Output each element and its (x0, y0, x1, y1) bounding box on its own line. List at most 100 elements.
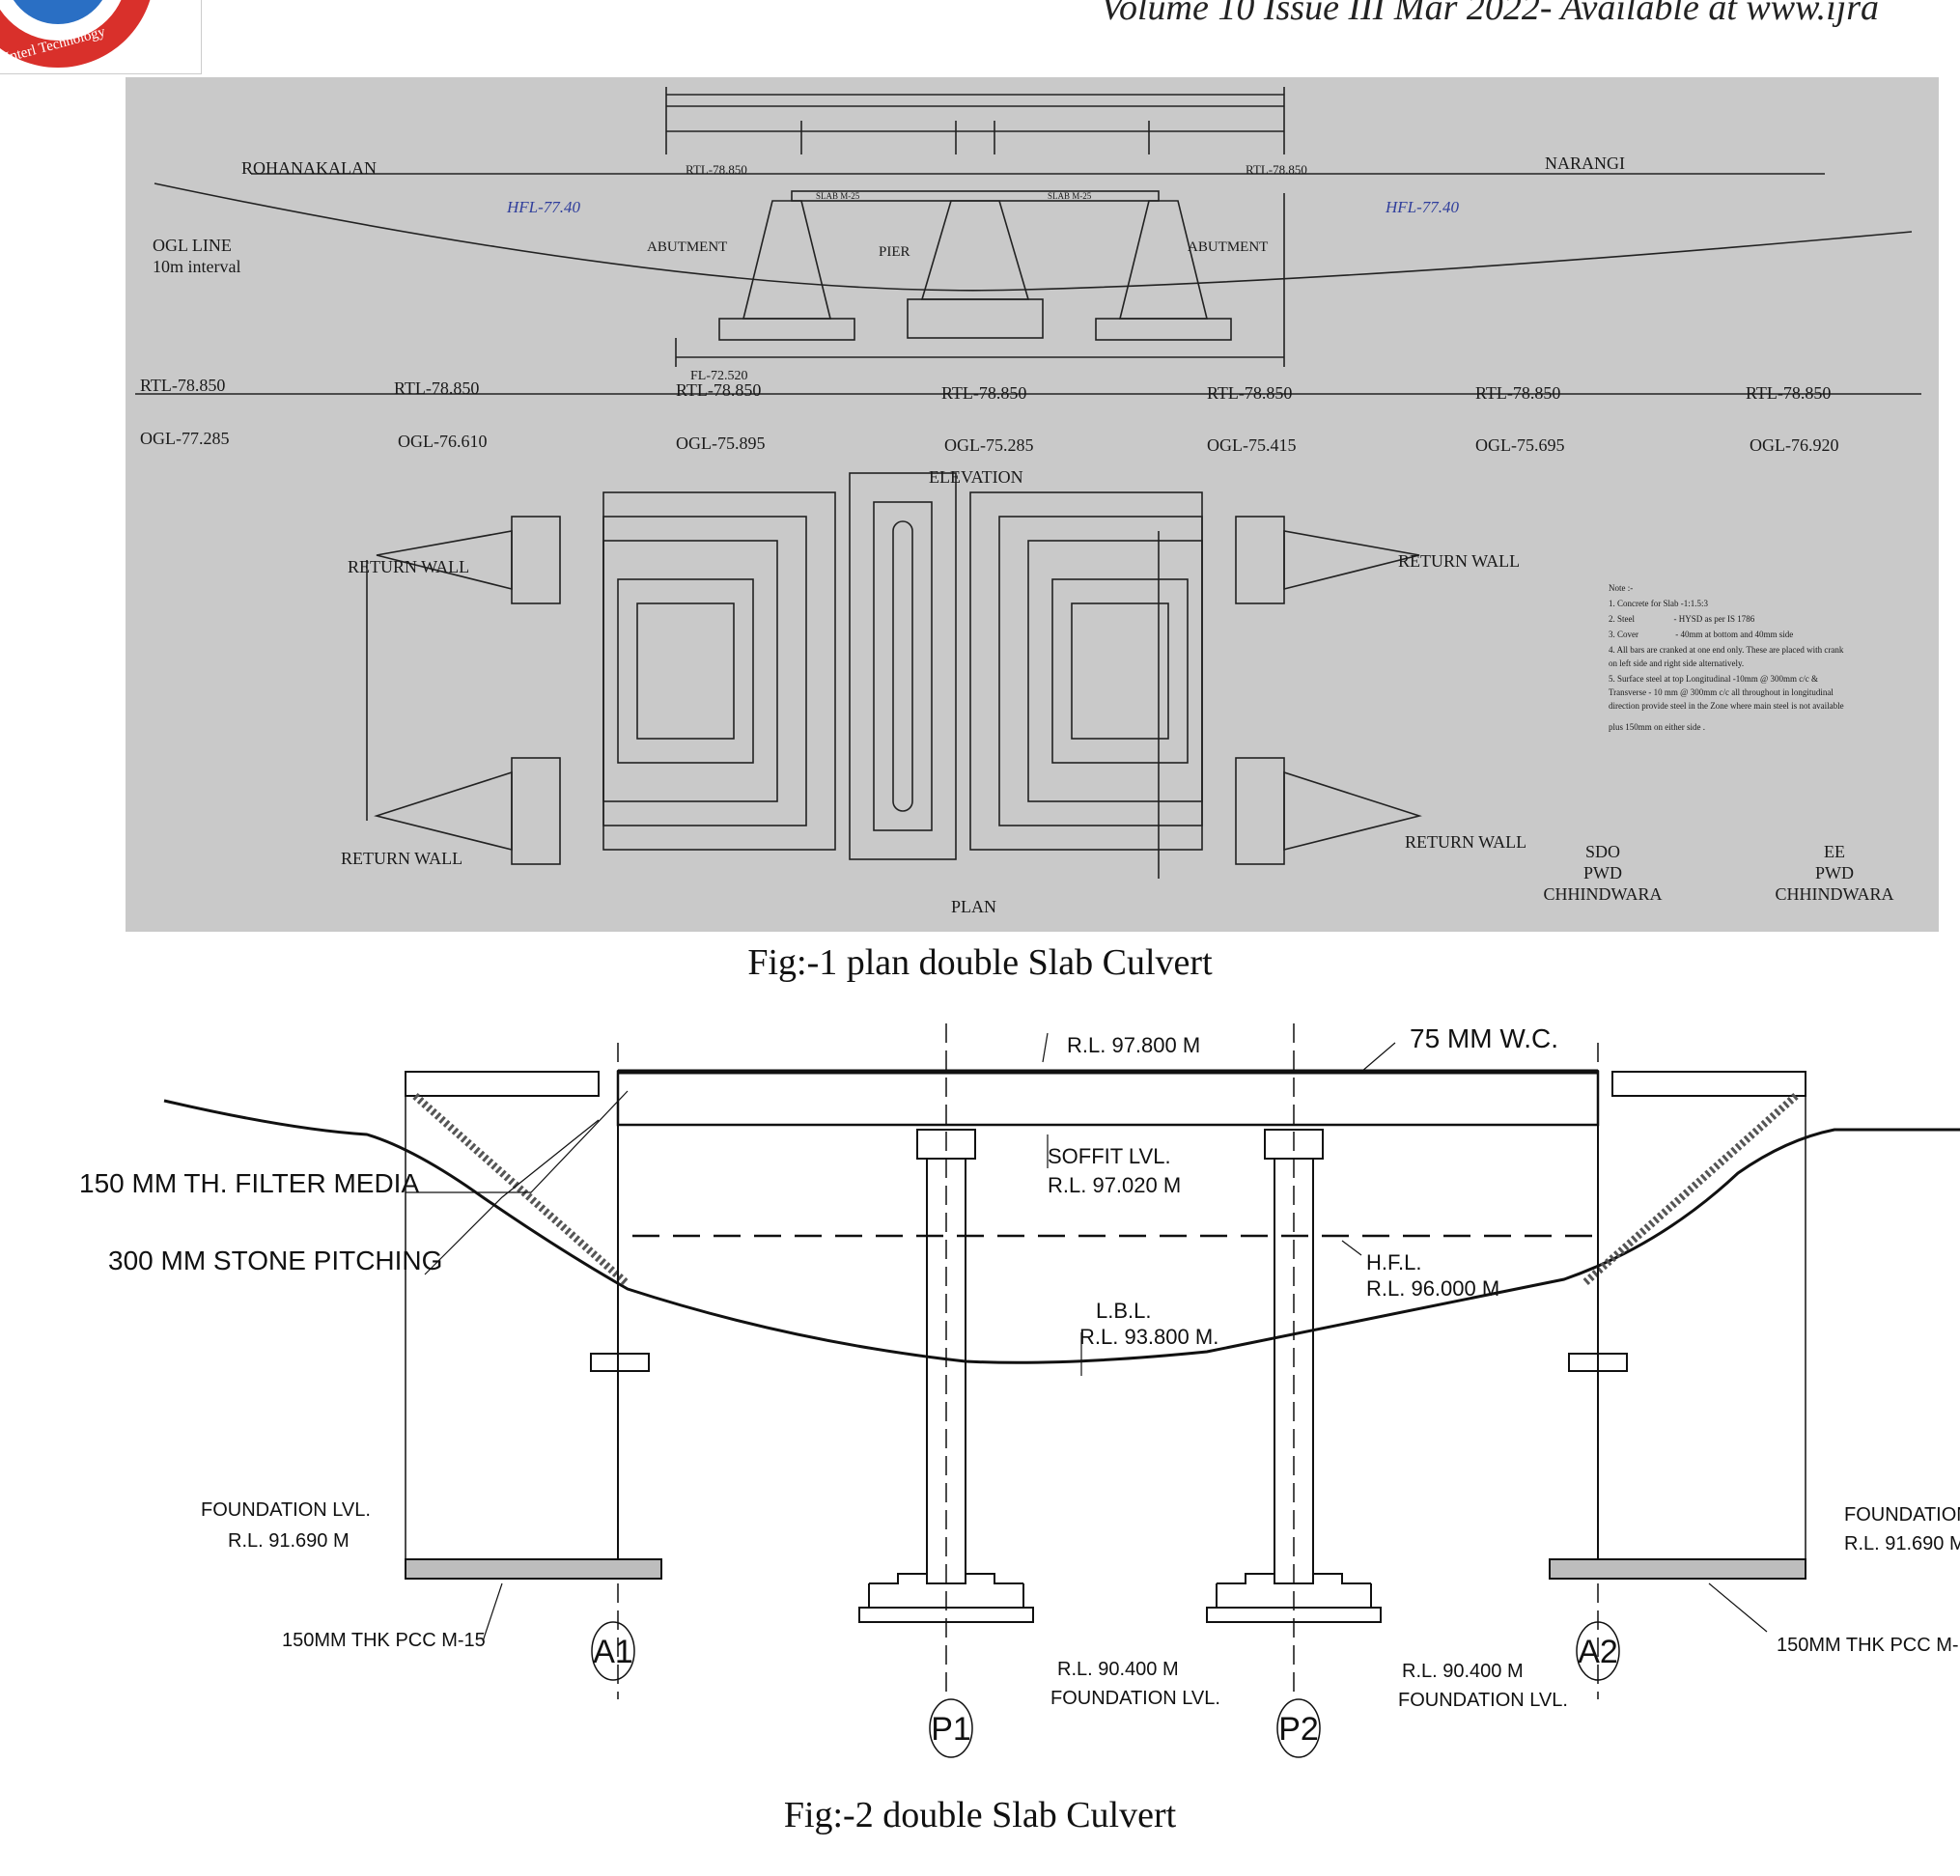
label-slab-left: SLAB M-25 (816, 191, 860, 201)
label-fl: FL-72.520 (690, 369, 748, 383)
plan-right-span (969, 491, 1203, 851)
sdo-line-2: CHHINDWARA (1544, 884, 1663, 904)
note-line-9: plus 150mm on either side . (1609, 722, 1705, 732)
plan-pier-outline (849, 472, 957, 860)
rtl-row-0: RTL-78.850 (140, 376, 225, 395)
label-return-wall-br: RETURN WALL (1405, 832, 1526, 852)
label-pcc-left: 150MM THK PCC M-15 (282, 1630, 486, 1651)
label-return-wall-tr: RETURN WALL (1398, 551, 1520, 571)
grid-label-p1: P1 (931, 1711, 971, 1748)
label-foundation-left-rl: R.L. 91.690 M (228, 1530, 350, 1552)
rtl-row-4: RTL-78.850 (1207, 383, 1292, 403)
label-slab-right: SLAB M-25 (1048, 191, 1092, 201)
ogl-row-2: OGL-75.895 (676, 434, 766, 453)
label-rtl-top-right: RTL-78.850 (1246, 162, 1307, 177)
ogl-line (154, 182, 1913, 292)
grid-bubble-a2 (1576, 1621, 1620, 1681)
label-soffit-rl: R.L. 97.020 M (1048, 1173, 1181, 1197)
rtl-row-3: RTL-78.850 (941, 383, 1026, 403)
label-abutment-right: ABUTMENT (1188, 239, 1268, 255)
label-hfl-left: HFL-77.40 (506, 198, 581, 216)
label-elevation: ELEVATION (929, 467, 1023, 487)
label-hfl-right: HFL-77.40 (1385, 198, 1460, 216)
note-line-2: 2. Steel - HYSD as per IS 1786 (1609, 614, 1755, 624)
label-narangi: NARANGI (1545, 154, 1625, 173)
abutment-right-shape (1118, 200, 1209, 320)
note-line-7: Transverse - 10 mm @ 300mm c/c all throu… (1609, 687, 1834, 697)
label-foundation-right-rl: R.L. 91.690 M (1844, 1533, 1960, 1554)
rtl-row-5: RTL-78.850 (1475, 383, 1560, 403)
note-line-6: 5. Surface steel at top Longitudinal -10… (1609, 674, 1818, 684)
label-pier: PIER (879, 244, 910, 260)
return-wall-br-shape (1283, 770, 1422, 852)
foundation-right (1549, 1558, 1806, 1580)
fig1-svg: ROHANAKALAN NARANGI RTL-78.850 RTL-78.85… (135, 87, 1921, 916)
ogl-row-3: OGL-75.285 (944, 435, 1034, 455)
journal-header: Volume 10 Issue III Mar 2022- Available … (1101, 0, 1880, 28)
label-p2-foundation: FOUNDATION LVL. (1398, 1690, 1568, 1711)
rtl-row-1: RTL-78.850 (394, 378, 479, 398)
sdo-line-0: SDO (1585, 842, 1620, 861)
plan-left-span (602, 491, 836, 851)
label-plan: PLAN (951, 897, 996, 916)
rtl-row-6: RTL-78.850 (1746, 383, 1831, 403)
ogl-row-0: OGL-77.285 (140, 429, 230, 448)
ee-line-0: EE (1824, 842, 1845, 861)
label-ogl-interval: 10m interval (153, 257, 240, 276)
ee-line-2: CHHINDWARA (1776, 884, 1894, 904)
pier-shape (920, 200, 1030, 300)
label-p1-rl: R.L. 90.400 M (1057, 1659, 1179, 1680)
note-line-0: Note :- (1609, 583, 1633, 593)
label-lbl: L.B.L. (1096, 1299, 1151, 1323)
note-line-1: 1. Concrete for Slab -1:1.5:3 (1609, 599, 1708, 608)
label-rohanakalan: ROHANAKALAN (241, 158, 377, 178)
abutment-a1-bearing (590, 1353, 650, 1372)
abutment-left-shape (742, 200, 832, 320)
label-ogl-line: OGL LINE (153, 236, 232, 255)
figure-1-drawing: ROHANAKALAN NARANGI RTL-78.850 RTL-78.85… (126, 77, 1939, 932)
label-return-wall-bl: RETURN WALL (341, 849, 462, 868)
label-return-wall-tl: RETURN WALL (348, 557, 469, 576)
ground-profile (163, 1099, 1960, 1364)
approach-slab-right (1611, 1071, 1806, 1097)
label-abutment-left: ABUTMENT (647, 239, 727, 255)
fig2-svg: R.L. 97.800 M 75 MM W.C. SOFFIT LVL. R.L… (79, 1023, 1960, 1758)
ogl-row-5: OGL-75.695 (1475, 435, 1565, 455)
label-lbl-rl: R.L. 93.800 M. (1079, 1325, 1218, 1349)
logo-seal-icon: Interl Technology (0, 0, 151, 68)
note-line-5: on left side and right side alternativel… (1609, 658, 1744, 668)
label-soffit: SOFFIT LVL. (1048, 1144, 1171, 1168)
sdo-line-1: PWD (1583, 863, 1622, 882)
note-line-4: 4. All bars are cranked at one end only.… (1609, 645, 1844, 655)
grid-bubble-p1 (929, 1698, 973, 1758)
label-hfl-rl: R.L. 96.000 M (1366, 1276, 1499, 1301)
figure-2-drawing: R.L. 97.800 M 75 MM W.C. SOFFIT LVL. R.L… (0, 1004, 1960, 1777)
return-wall-bl-shape (374, 770, 513, 852)
ogl-row-6: OGL-76.920 (1750, 435, 1839, 455)
ogl-row-1: OGL-76.610 (398, 432, 488, 451)
note-line-8: direction provide steel in the Zone wher… (1609, 701, 1844, 711)
label-rl-top: R.L. 97.800 M (1067, 1033, 1200, 1057)
label-p2-rl: R.L. 90.400 M (1402, 1661, 1524, 1682)
label-hfl: H.F.L. (1366, 1250, 1421, 1274)
note-line-3: 3. Cover - 40mm at bottom and 40mm side (1609, 630, 1793, 639)
foundation-left (405, 1558, 662, 1580)
approach-slab-left (405, 1071, 600, 1097)
figure-2-caption: Fig:-2 double Slab Culvert (783, 1795, 1177, 1835)
label-pcc-right: 150MM THK PCC M-15 (1777, 1635, 1960, 1656)
label-p1-foundation: FOUNDATION LVL. (1050, 1688, 1220, 1709)
label-rtl-top-left: RTL-78.850 (686, 162, 747, 177)
journal-logo: Interl Technology (0, 0, 202, 74)
label-filter-media: 150 MM TH. FILTER MEDIA (79, 1168, 419, 1198)
deck-slab (616, 1070, 1600, 1127)
grid-label-p2: P2 (1278, 1711, 1319, 1748)
figure-1-caption: Fig:-1 plan double Slab Culvert (747, 942, 1213, 983)
label-wc: 75 MM W.C. (1410, 1023, 1558, 1053)
grid-label-a1: A1 (593, 1634, 633, 1670)
grid-label-a2: A2 (1578, 1634, 1618, 1670)
label-stone-pitching: 300 MM STONE PITCHING (108, 1246, 442, 1275)
label-foundation-right: FOUNDATION L (1844, 1504, 1960, 1526)
label-foundation-left: FOUNDATION LVL. (201, 1499, 371, 1521)
ogl-row-4: OGL-75.415 (1207, 435, 1297, 455)
rtl-row-2: RTL-78.850 (676, 380, 761, 400)
